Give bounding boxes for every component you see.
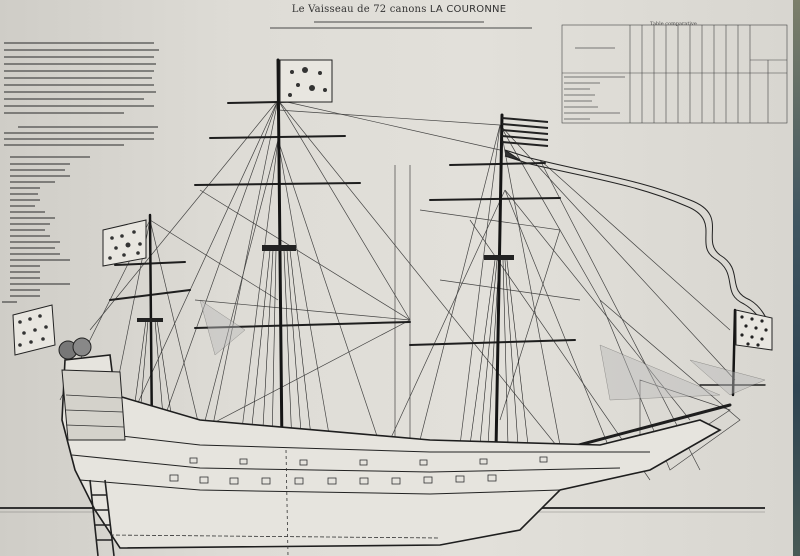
subtitle-line [270,27,532,29]
bow-flag [735,309,773,351]
shrouds [129,249,529,446]
plan-title: Le Vaisseau de 72 canons LA COURONNE [254,4,544,15]
spritsail-topmast [731,308,737,397]
pennant [504,149,769,325]
sails [199,299,766,401]
rudder [89,479,115,556]
legend-text-block [2,42,159,303]
ship-name: LA COURONNE [429,4,507,15]
mizzen-mast [148,213,154,442]
hull [58,337,722,556]
mast-tops [137,245,514,322]
gunports [169,456,548,485]
table-heading: Table comparative [650,21,697,27]
subtitle-line [314,21,484,23]
comparative-table [561,24,788,124]
title-prefix: Le Vaisseau de 72 canons [291,4,427,15]
mizzen-flag [102,219,147,267]
fore-striped-flag [501,117,549,147]
masts [148,58,737,452]
stern-lantern [72,337,92,357]
fore-mast [494,113,504,452]
photo-edge [793,0,800,556]
main-flag [279,59,333,103]
rigging [59,99,741,481]
stern-flag [12,304,56,356]
main-mast [276,58,284,452]
